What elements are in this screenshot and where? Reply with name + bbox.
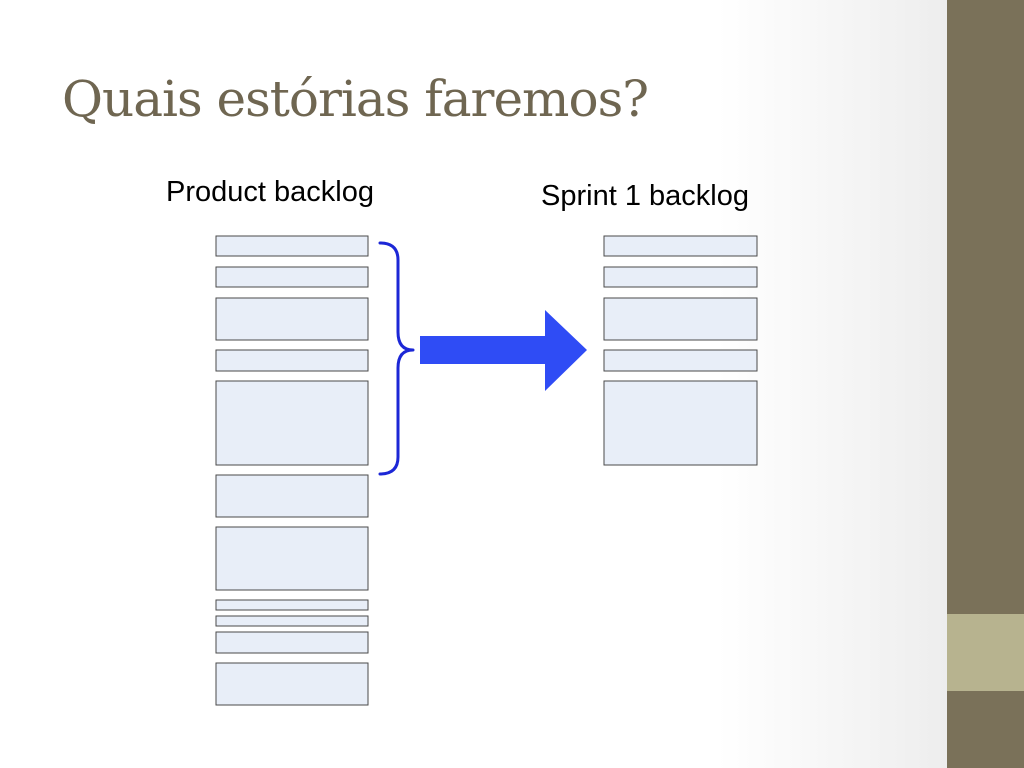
sprint-story bbox=[603, 266, 758, 288]
right-arrow-icon bbox=[420, 310, 587, 391]
product-story bbox=[215, 235, 369, 257]
sprint-story bbox=[603, 235, 758, 257]
product-story bbox=[215, 349, 369, 372]
product-story bbox=[215, 599, 369, 611]
sprint-backlog-label: Sprint 1 backlog bbox=[541, 180, 749, 212]
sprint-story bbox=[603, 297, 758, 341]
product-story bbox=[215, 526, 369, 591]
sprint-story bbox=[603, 380, 758, 466]
product-story bbox=[215, 662, 369, 706]
product-story bbox=[215, 615, 369, 627]
product-story bbox=[215, 631, 369, 654]
sprint-story bbox=[603, 349, 758, 372]
product-story bbox=[215, 380, 369, 466]
sidebar-accent-block bbox=[947, 614, 1024, 691]
product-story bbox=[215, 266, 369, 288]
product-story bbox=[215, 297, 369, 341]
sprint-backlog-list bbox=[603, 235, 758, 466]
product-backlog-list bbox=[215, 235, 369, 706]
curly-brace-icon bbox=[378, 241, 415, 476]
slide-title: Quais estórias faremos? bbox=[62, 70, 649, 128]
product-story bbox=[215, 474, 369, 518]
product-backlog-label: Product backlog bbox=[166, 176, 374, 208]
